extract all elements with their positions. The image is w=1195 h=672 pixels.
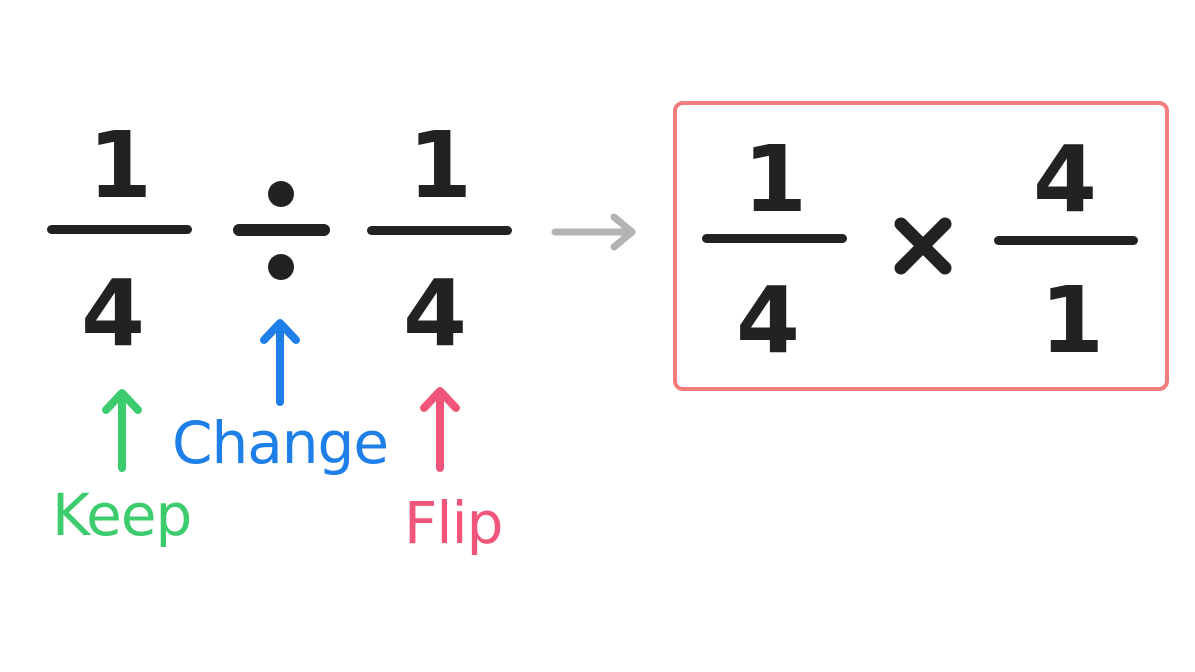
left-fraction-1-numerator: 1	[87, 112, 152, 219]
result-fraction-1-denominator: 4	[735, 267, 800, 374]
multiply-icon	[894, 217, 952, 275]
result-fraction-1-numerator: 1	[742, 126, 807, 233]
arrow-right-icon	[551, 213, 636, 251]
change-arrow-icon	[260, 319, 300, 406]
result-box	[673, 101, 1169, 391]
divide-bottom-dot	[268, 254, 294, 280]
divide-bar	[233, 224, 330, 236]
left-fraction-2-bar	[367, 226, 512, 235]
left-fraction-2-denominator: 4	[402, 260, 467, 367]
flip-arrow-icon	[420, 387, 460, 472]
result-fraction-2-bar	[994, 236, 1138, 245]
keep-arrow-icon	[102, 389, 142, 472]
divide-top-dot	[268, 181, 294, 207]
flip-label: Flip	[404, 489, 503, 557]
left-fraction-1-denominator: 4	[80, 260, 145, 367]
left-fraction-2-numerator: 1	[407, 112, 472, 219]
left-fraction-1-bar	[47, 225, 192, 234]
result-fraction-1-bar	[702, 234, 847, 243]
keep-label: Keep	[52, 481, 192, 549]
change-label: Change	[172, 409, 389, 477]
result-fraction-2-denominator: 1	[1039, 267, 1104, 374]
result-fraction-2-numerator: 4	[1032, 126, 1097, 233]
